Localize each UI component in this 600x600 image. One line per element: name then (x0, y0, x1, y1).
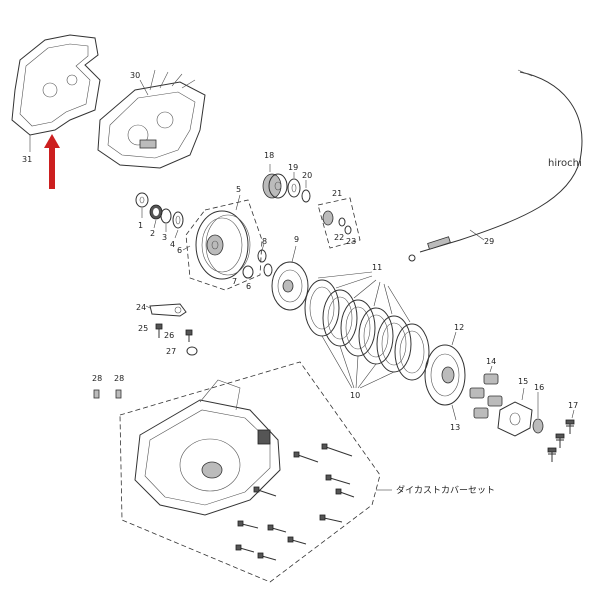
dowel-pin-left (93, 389, 100, 399)
part-label-6-left: 6 (177, 246, 182, 255)
part-label-25: 25 (138, 324, 148, 333)
clutch-springs (469, 373, 503, 419)
part-label-11: 11 (372, 263, 382, 272)
part-label-19: 19 (288, 163, 298, 172)
clutch-lever-arm (149, 303, 187, 317)
part-label-4: 4 (170, 240, 175, 249)
part-label-3: 3 (162, 233, 167, 242)
washer-27 (186, 346, 198, 356)
part-label-27: 27 (166, 347, 176, 356)
part-label-1: 1 (138, 221, 143, 230)
oring (263, 263, 273, 277)
part-label-20: 20 (302, 171, 312, 180)
clutch-plate-stack (304, 279, 430, 381)
part-label-6: 6 (246, 282, 251, 291)
part-label-9: 9 (294, 235, 299, 244)
washer-8 (257, 249, 267, 263)
cover-set-label: ダイカストカバーセット (396, 484, 495, 496)
cover-bolts (235, 443, 355, 561)
bolt-25 (155, 323, 163, 338)
clutch-cover (134, 379, 281, 516)
washer-3 (160, 208, 172, 224)
part-label-30: 30 (130, 71, 140, 80)
part-label-13: 13 (450, 423, 460, 432)
clutch-hub (271, 261, 309, 311)
part-label-2: 2 (150, 229, 155, 238)
washer-20 (301, 189, 311, 203)
part-label-5: 5 (236, 185, 241, 194)
part-label-24: 24 (136, 303, 146, 312)
part-label-28-left: 28 (92, 374, 102, 383)
part-label-18: 18 (264, 151, 274, 160)
part-label-10: 10 (350, 391, 360, 400)
part-label-7: 7 (232, 277, 237, 286)
part-label-31: 31 (22, 155, 32, 164)
pressure-plate (424, 344, 466, 406)
part-label-8: 8 (262, 237, 267, 246)
part-label-17: 17 (568, 401, 578, 410)
part-label-26: 26 (164, 331, 174, 340)
washer-6 (242, 265, 254, 279)
bearing-19 (287, 178, 301, 198)
part-label-29: 29 (484, 237, 494, 246)
part-label-15: 15 (518, 377, 528, 386)
clutch-outer-housing (195, 210, 251, 280)
part-label-16: 16 (534, 383, 544, 392)
locknut-16 (532, 418, 544, 434)
crankcase (97, 69, 206, 169)
washer-1 (135, 192, 149, 208)
red-arrow-icon (44, 134, 60, 189)
dowel-pin-right (115, 389, 122, 399)
crankcase-gasket (11, 34, 101, 136)
clutch-cable (408, 69, 583, 262)
bolt-26 (185, 329, 193, 342)
bolts-17 (547, 419, 575, 462)
watermark: hirochi (548, 158, 582, 169)
washer-2 (149, 204, 163, 220)
spring-plate (497, 401, 533, 437)
part-label-23: 23 (346, 237, 356, 246)
washer-4 (172, 211, 184, 229)
primary-gear-18 (262, 173, 288, 199)
part-label-14: 14 (486, 357, 496, 366)
part-label-21: 21 (332, 189, 342, 198)
part-label-12: 12 (454, 323, 464, 332)
part-label-22: 22 (334, 233, 344, 242)
part-label-28-right: 28 (114, 374, 124, 383)
lifter-21 (322, 210, 352, 235)
